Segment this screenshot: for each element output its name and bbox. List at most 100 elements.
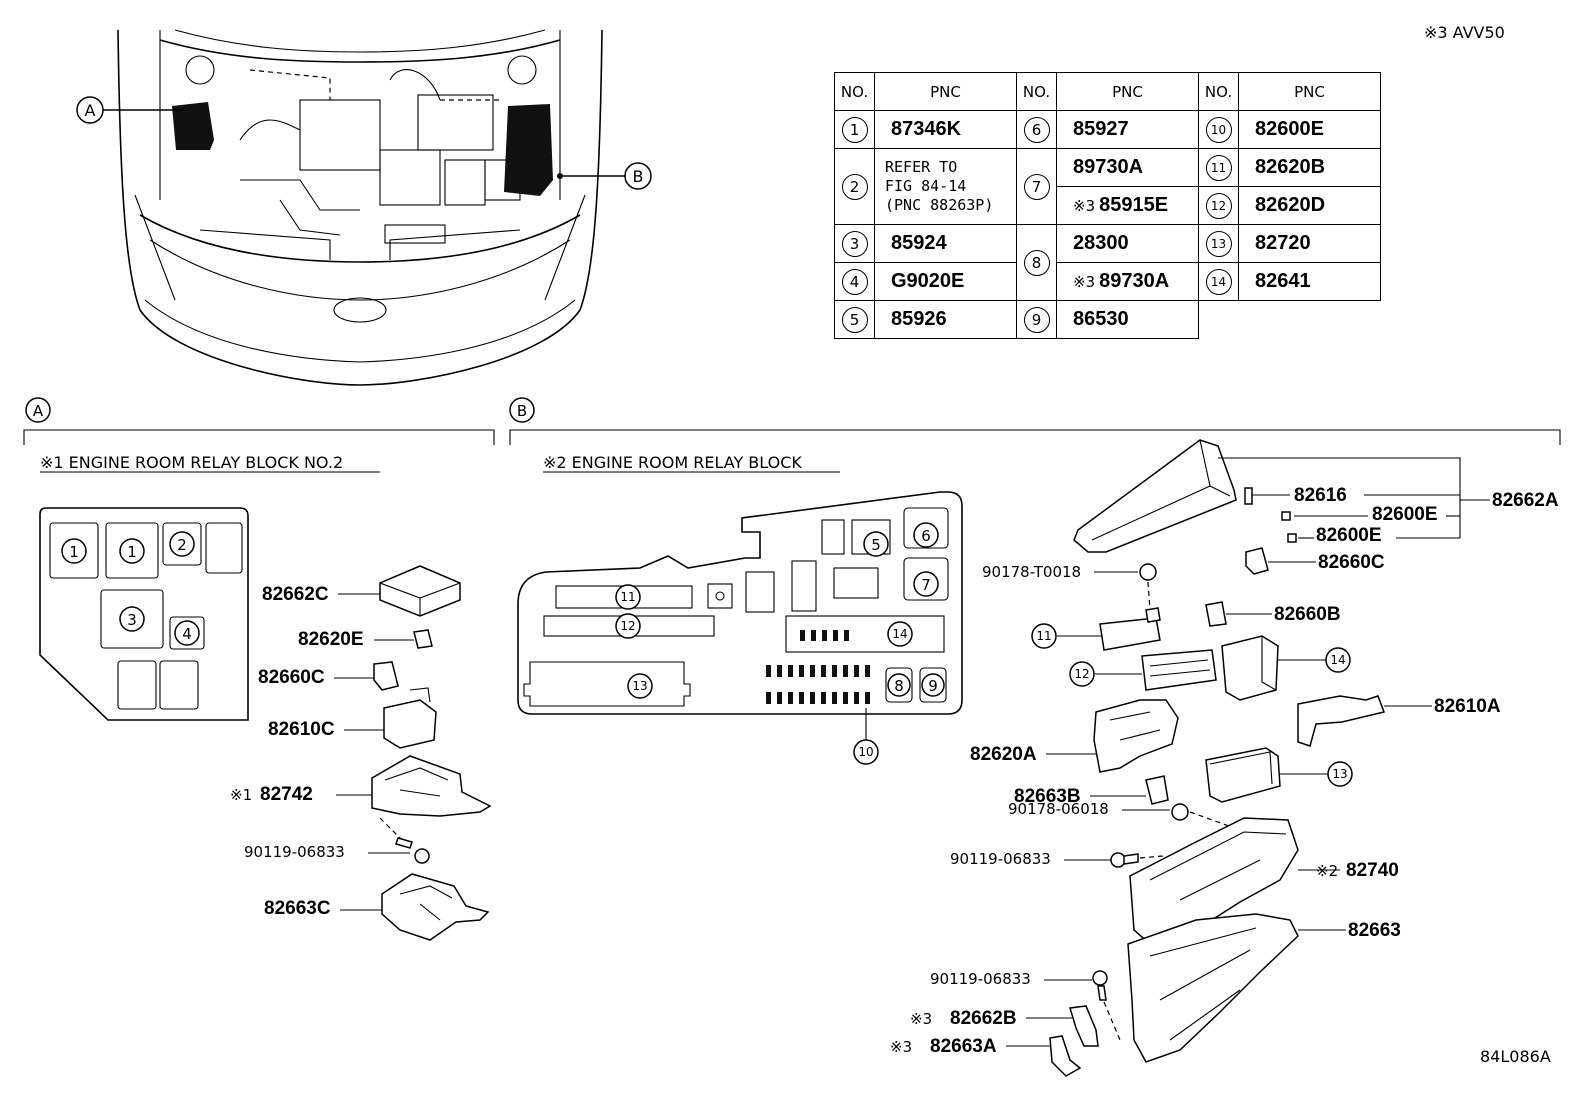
table-no-cell: 13	[1198, 224, 1239, 263]
table-pnc-cell: 89730A	[1056, 148, 1199, 187]
table-pnc-cell: 82720	[1238, 224, 1381, 263]
slot-b-10: 10	[853, 739, 879, 765]
svg-text:1: 1	[69, 543, 79, 561]
table-pnc-refer-cell: REFER TO FIG 84-14 (PNC 88263P)	[874, 148, 1017, 225]
svg-text:82740: 82740	[1346, 860, 1399, 881]
svg-text:6: 6	[921, 527, 931, 545]
svg-text:5: 5	[871, 536, 881, 554]
refer-line-3: (PNC 88263P)	[885, 196, 994, 214]
slot-a-2: 2	[169, 531, 195, 557]
svg-text:4: 4	[182, 625, 192, 643]
part-82663c: 82663C	[264, 873, 490, 941]
header-pnc-3: PNC	[1238, 72, 1381, 111]
pnc-table: NO. PNC NO. PNC NO. PNC 1 87346K 6 85927…	[834, 72, 1381, 339]
svg-text:A: A	[33, 402, 44, 420]
svg-text:82662C: 82662C	[262, 584, 329, 605]
table-pnc-cell: 28300	[1056, 224, 1199, 263]
svg-text:82610C: 82610C	[268, 719, 335, 740]
vehicle-engine-bay-illustration	[103, 29, 625, 386]
section-b-header: B ※2 ENGINE ROOM RELAY BLOCK	[509, 397, 1561, 473]
model-note: ※3 AVV50	[1424, 23, 1505, 42]
svg-text:2: 2	[177, 536, 187, 554]
table-pnc-cell: 82641	[1238, 262, 1381, 301]
refer-line-2: FIG 84-14	[885, 177, 967, 195]
slot-b-8: 8	[887, 673, 911, 697]
svg-text:8: 8	[894, 677, 904, 695]
table-no-cell: 4	[834, 262, 875, 301]
label-82600e-2: 82600E	[1316, 525, 1382, 546]
table-no-cell: 5	[834, 300, 875, 339]
section-b-title: ※2 ENGINE ROOM RELAY BLOCK	[543, 453, 802, 472]
slot-b-13: 13	[627, 673, 653, 699]
svg-text:14: 14	[892, 627, 907, 641]
table-no-cell: 10	[1198, 110, 1239, 149]
svg-text:90119-06833: 90119-06833	[950, 850, 1051, 868]
svg-text:82610A: 82610A	[1434, 696, 1501, 717]
header-pnc-1: PNC	[874, 72, 1017, 111]
svg-text:82620A: 82620A	[970, 744, 1037, 765]
svg-text:82663C: 82663C	[264, 898, 331, 919]
table-no-cell: 2	[834, 148, 875, 225]
table-pnc-cell: 82620B	[1238, 148, 1381, 187]
svg-text:10: 10	[858, 745, 873, 759]
table-no-cell: 8	[1016, 224, 1057, 301]
header-no-3: NO.	[1198, 72, 1239, 111]
part-82663: 82663	[1127, 913, 1401, 1063]
table-pnc-cell: 82600E	[1238, 110, 1381, 149]
label-82662a: 82662A	[1492, 490, 1559, 511]
part-82662b: ※3 82662B	[910, 1005, 1099, 1047]
slot-b-12: 12	[615, 613, 641, 639]
slot-b-6: 6	[913, 522, 939, 548]
svg-text:82663: 82663	[1348, 920, 1401, 941]
part-14-relay: 14	[1221, 635, 1351, 701]
svg-text:90178-06018: 90178-06018	[1008, 800, 1109, 818]
table-pnc-cell: 86530	[1056, 300, 1199, 339]
part-90119-06833-b2: 90119-06833	[930, 970, 1121, 1041]
part-82660b: 82660B	[1205, 601, 1341, 627]
svg-text:82660C: 82660C	[258, 667, 325, 688]
svg-text:82663B: 82663B	[1014, 786, 1081, 807]
part-82660c: 82660C	[258, 661, 399, 691]
table-pnc-cell: 87346K	[874, 110, 1017, 149]
table-pnc-cell: 85926	[874, 300, 1017, 339]
table-empty-cell	[1199, 301, 1381, 339]
table-no-cell: 9	[1016, 300, 1057, 339]
header-no-2: NO.	[1016, 72, 1057, 111]
svg-text:A: A	[85, 101, 96, 120]
table-no-cell: 6	[1016, 110, 1057, 149]
svg-text:※3: ※3	[910, 1010, 932, 1028]
svg-text:※3: ※3	[890, 1038, 912, 1056]
svg-text:9: 9	[928, 677, 938, 695]
part-82610c: 82610C	[268, 687, 437, 749]
relay-block-no2-layout	[39, 507, 249, 721]
header-pnc-2: PNC	[1056, 72, 1199, 111]
slot-a-1a: 1	[61, 538, 87, 564]
svg-text:11: 11	[1036, 629, 1051, 643]
part-82663b: 82663B	[1014, 775, 1169, 807]
table-pnc-cell: 85927	[1056, 110, 1199, 149]
table-no-cell: 12	[1198, 186, 1239, 225]
header-no-1: NO.	[834, 72, 875, 111]
svg-text:1: 1	[127, 543, 137, 561]
section-a-title: ※1 ENGINE ROOM RELAY BLOCK NO.2	[40, 453, 343, 472]
part-82662c: 82662C	[262, 565, 461, 617]
table-no-cell: 14	[1198, 262, 1239, 301]
svg-text:※2: ※2	[1316, 862, 1338, 880]
slot-b-14: 14	[887, 621, 913, 647]
table-no-cell: 11	[1198, 148, 1239, 187]
svg-text:82663A: 82663A	[930, 1036, 997, 1057]
slot-a-1b: 1	[119, 538, 145, 564]
refer-line-1: REFER TO	[885, 158, 958, 176]
part-82660c-b: 82660C	[1245, 547, 1385, 575]
part-82620e: 82620E	[298, 629, 433, 650]
slot-b-7: 7	[913, 571, 939, 597]
svg-text:B: B	[633, 167, 644, 186]
table-pnc-cell: 82620D	[1238, 186, 1381, 225]
svg-text:11: 11	[620, 590, 635, 604]
diagram-code: 84L086A	[1480, 1047, 1551, 1066]
svg-text:※1: ※1	[230, 786, 252, 804]
svg-text:82662B: 82662B	[950, 1008, 1017, 1029]
svg-text:90119-06833: 90119-06833	[930, 970, 1031, 988]
svg-text:82660C: 82660C	[1318, 552, 1385, 573]
